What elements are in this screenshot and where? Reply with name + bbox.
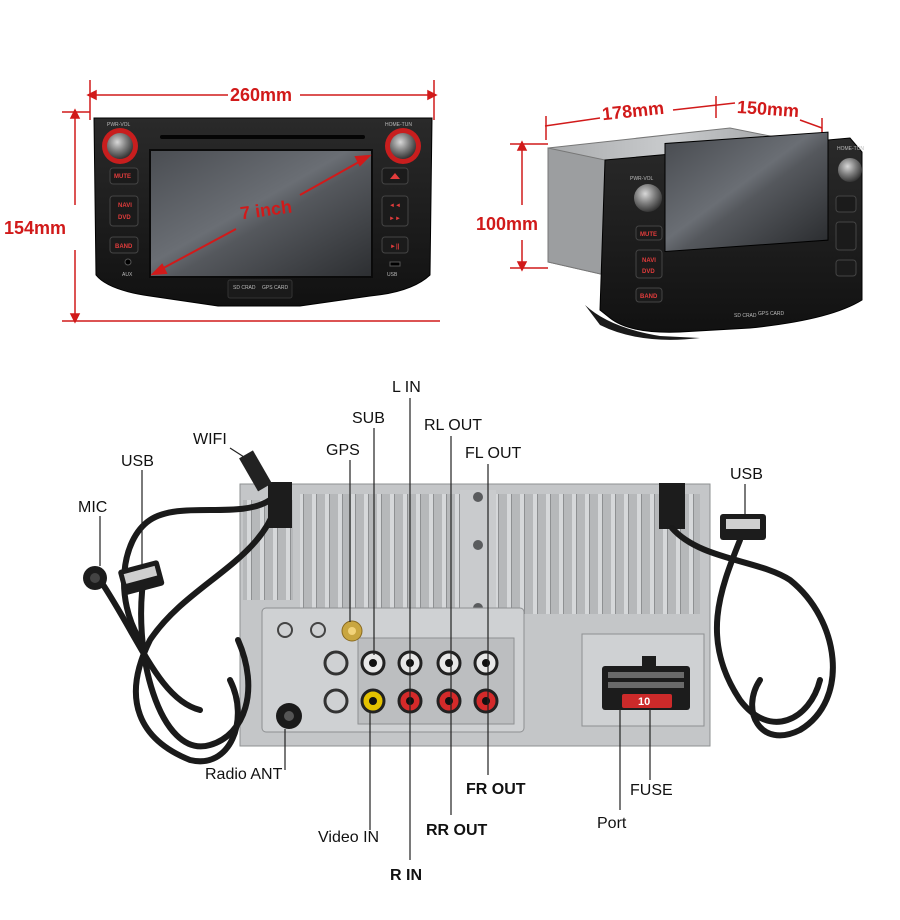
screen-diagonal-arrow	[150, 154, 372, 276]
side-dvd-label: DVD	[642, 269, 655, 275]
video-in-label: Video IN	[318, 829, 380, 846]
l-in-label: L IN	[392, 379, 421, 396]
mic-socket	[277, 622, 293, 638]
side-volume-knob	[634, 184, 662, 212]
center-rib	[460, 490, 496, 620]
right-cables	[669, 525, 836, 739]
side-right-button-1	[835, 195, 857, 213]
front-left-buttons	[109, 167, 139, 254]
side-home-tun-label: HOME-TUN	[837, 146, 864, 152]
dvd-button-label: DVD	[118, 215, 131, 221]
side-navi-button	[635, 249, 663, 279]
gps-card-label: GPS CARD	[262, 285, 289, 291]
side-navi-label: NAVI	[642, 258, 656, 264]
gps-label: GPS	[326, 442, 360, 459]
left-cables	[97, 487, 283, 765]
fuse-value: 10	[638, 696, 650, 708]
aux-label: AUX	[122, 272, 133, 278]
home-tun-label: HOME-TUN	[385, 122, 412, 128]
side-right-button-3	[835, 259, 857, 277]
wifi-socket	[310, 622, 326, 638]
aux-jack	[124, 258, 132, 266]
vid-out-socket	[323, 650, 349, 676]
side-view	[510, 96, 863, 340]
eject-icon	[390, 173, 400, 179]
volume-knob	[107, 133, 133, 159]
front-height-dimension	[62, 108, 440, 324]
front-width-dimension	[86, 80, 438, 120]
wifi-cable-plug	[268, 482, 292, 528]
screw-top	[473, 492, 483, 502]
usb-left-plug	[118, 560, 165, 596]
play-pause-icon: ►||	[390, 244, 400, 250]
front-width-label: 260mm	[230, 85, 293, 105]
side-lip	[585, 305, 700, 340]
prev-icon: ◄◄	[389, 203, 401, 209]
usb-small-label: USB	[387, 272, 398, 278]
wifi-antenna	[239, 450, 272, 492]
card-slot-panel	[227, 279, 293, 299]
side-pwr-vol-label: PWR-VOL	[630, 176, 654, 182]
side-tune-knob	[838, 158, 862, 182]
usb-right-label: USB	[730, 466, 763, 483]
vid-out-socket-2	[323, 688, 349, 714]
fr-out-label: FR OUT	[466, 781, 526, 798]
back-view	[83, 398, 836, 860]
front-height-label: 154mm	[4, 218, 67, 238]
usb-right-plug	[720, 514, 766, 540]
band-button-label: BAND	[115, 244, 133, 250]
side-depth-label: 150mm	[736, 96, 800, 122]
side-band-button	[635, 287, 663, 303]
disc-slot	[160, 135, 365, 139]
side-band-label: BAND	[640, 294, 658, 300]
sub-label: SUB	[352, 410, 385, 427]
usb-right-cable-plug	[659, 483, 685, 529]
callout-lines	[99, 398, 746, 860]
port-label: Port	[597, 815, 627, 832]
radio-ant-label: Radio ANT	[205, 766, 283, 783]
usb-port-icon	[389, 261, 401, 267]
side-mute-label: MUTE	[640, 232, 657, 238]
fl-out-label: FL OUT	[465, 445, 522, 462]
tune-knob	[390, 133, 416, 159]
front-view: ◄◄ ►► ►||	[62, 80, 440, 324]
front-right-buttons: ◄◄ ►► ►||	[381, 167, 409, 254]
mic-label: MIC	[78, 499, 108, 516]
mute-button-label: MUTE	[114, 174, 131, 180]
fuse-label: FUSE	[630, 782, 673, 799]
navi-button-label: NAVI	[118, 203, 132, 209]
side-sd-label: SD CRAD	[734, 313, 757, 319]
r-in-label: R IN	[390, 867, 422, 884]
screw-mid	[473, 540, 483, 550]
side-chassis-face	[547, 147, 606, 276]
side-screen	[664, 131, 829, 253]
wifi-label: WIFI	[193, 431, 227, 448]
side-dimension-lines	[510, 96, 823, 272]
usb-left-label: USB	[121, 453, 154, 470]
rl-out-label: RL OUT	[424, 417, 483, 434]
side-mute-button	[635, 225, 663, 241]
pwr-vol-label: PWR-VOL	[107, 122, 131, 128]
side-gps-card-label: GPS CARD	[758, 311, 785, 317]
side-right-button-2	[835, 221, 857, 251]
sd-card-label: SD CRAD	[233, 285, 256, 291]
rr-out-label: RR OUT	[426, 822, 488, 839]
fuse	[622, 694, 672, 708]
heatsink-fins	[300, 494, 700, 614]
side-height-label: 100mm	[476, 214, 539, 234]
next-icon: ►►	[389, 216, 401, 222]
